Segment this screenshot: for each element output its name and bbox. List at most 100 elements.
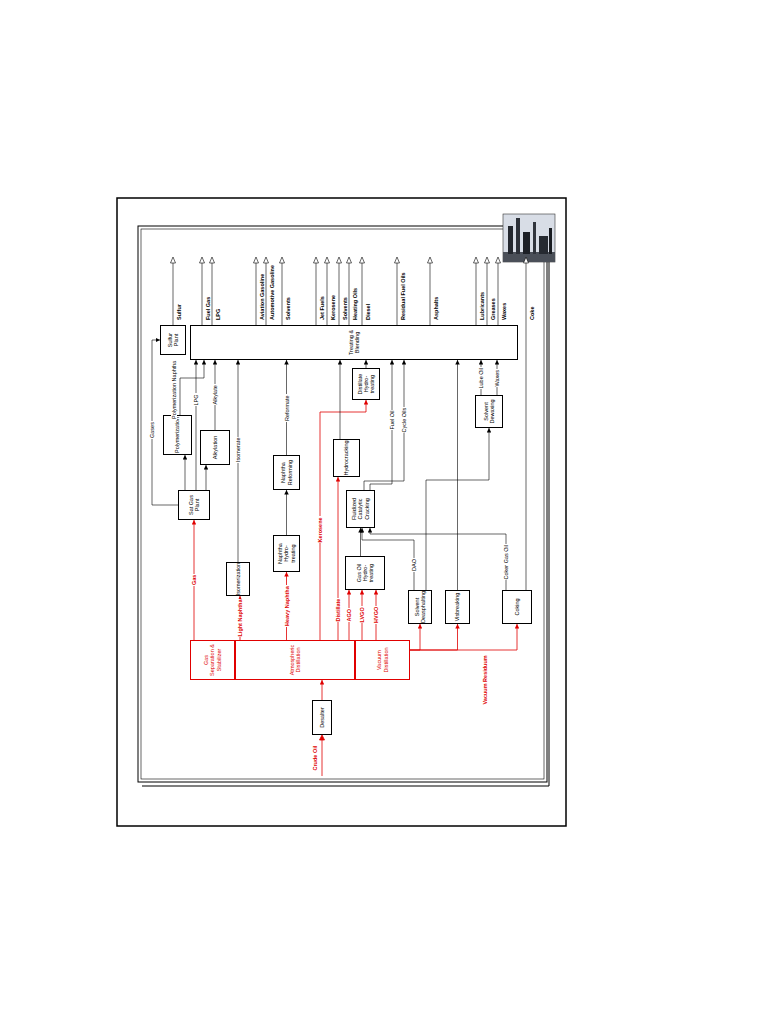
outer-border	[117, 198, 566, 826]
open-arrow	[524, 257, 529, 263]
product-label: Coke	[529, 306, 535, 321]
product-label: Fuel Gas	[205, 296, 211, 321]
box-text: Vacuum Distillation	[376, 643, 389, 677]
stream-label: Distillate	[335, 598, 341, 623]
process-box: Naphtha Reforming	[273, 455, 300, 490]
refinery-logo	[503, 214, 555, 262]
process-box: Alkylation	[200, 430, 230, 465]
stream-label: Cycle Oils	[401, 407, 407, 434]
product-label: Asphalts	[433, 296, 439, 321]
flow-line	[286, 490, 287, 535]
product-line	[327, 263, 328, 325]
logo-tank	[539, 236, 548, 254]
diagram-area: Desalter Gas Separation & Stabilizer Atmos…	[140, 228, 545, 780]
open-arrow	[496, 257, 501, 263]
product-label: Jet Fuels	[319, 295, 325, 321]
product-label: Solvents	[342, 296, 348, 321]
box-text: Desalter	[319, 707, 325, 727]
box-text: Gas Separation & Stabilizer	[203, 643, 222, 677]
box-text: Visbreaking	[454, 593, 460, 622]
process-box: Polymerization	[163, 415, 192, 455]
process-box: Gas Separation & Stabilizer	[190, 640, 235, 680]
open-arrow	[395, 257, 400, 263]
box-text: Naphtha Reforming	[280, 458, 293, 487]
open-arrow	[200, 257, 205, 263]
product-label: Lubricants	[479, 291, 485, 321]
flow-line	[360, 528, 361, 556]
inner-border	[138, 226, 547, 782]
stream-label: LPG	[193, 393, 199, 406]
box-text: Distillate Hydro-treating	[357, 371, 376, 397]
product-label: Residual Fuel Oils	[400, 271, 406, 321]
product-lines	[171, 257, 529, 590]
process-box: Solvent Deasphalting	[408, 590, 432, 624]
stream-label: HVGO	[373, 606, 379, 624]
stream-label: Gas	[191, 574, 197, 586]
stream-label: Heavy Naphtha	[284, 585, 290, 627]
crude-feed	[320, 735, 325, 776]
logo-tower	[549, 228, 552, 254]
stream-label: Lube Oil	[478, 367, 484, 390]
open-arrow	[280, 257, 285, 263]
stream-label: Kerosene	[317, 516, 323, 543]
flow-line	[340, 360, 341, 439]
process-box: Desalter	[312, 700, 332, 735]
product-label: Sulfur	[176, 303, 182, 321]
stream-label: AGO	[346, 608, 352, 623]
flow-line	[410, 624, 420, 650]
product-label: Automotive Gasoline	[269, 264, 275, 321]
process-box: Vacuum Distillation	[355, 640, 410, 680]
process-box: Treating & Blending	[190, 325, 518, 360]
open-arrow	[337, 257, 342, 263]
open-arrow	[428, 257, 433, 263]
product-line	[430, 263, 431, 325]
box-text: Fluidized Catalytic Cracking	[351, 493, 370, 525]
stream-label: Fuel Oil	[389, 410, 395, 431]
product-label: LPG	[215, 308, 221, 321]
product-label: Diesel	[365, 303, 371, 321]
logo-tower	[533, 222, 536, 254]
product-line	[256, 263, 257, 325]
flow-line	[457, 360, 458, 590]
product-line	[397, 263, 398, 325]
box-text: Polymerization	[174, 417, 180, 453]
flow-line	[196, 360, 197, 490]
product-label: Solvents	[285, 296, 291, 321]
box-text: Isomerization	[235, 563, 241, 596]
stream-label: Alkylate	[212, 384, 218, 405]
product-line	[476, 263, 477, 325]
process-box: Naphtha Hydro-treating	[273, 535, 300, 572]
product-line	[487, 263, 488, 325]
box-text: Sat Gas Plant	[188, 493, 201, 517]
open-arrow	[264, 257, 269, 263]
open-arrow	[325, 257, 330, 263]
feed-line	[322, 739, 323, 776]
box-text: Hydrocracking	[343, 440, 349, 475]
box-text: Atmospheric Distillation	[289, 643, 302, 677]
stream-label: Light Naphtha	[237, 599, 243, 638]
process-box: Hydrocracking	[333, 439, 360, 477]
box-text: Naphtha Hydro-treating	[277, 538, 296, 569]
process-box: Sulfur Plant	[160, 325, 186, 355]
process-box: Visbreaking	[445, 590, 470, 624]
stream-label: Coker Gas Oil	[503, 544, 509, 581]
stream-label: Vacuum Residuum	[482, 654, 488, 705]
open-arrow	[314, 257, 319, 263]
arrow-head	[320, 735, 325, 740]
open-arrow	[171, 257, 176, 263]
open-arrow	[360, 257, 365, 263]
coke-line	[526, 263, 527, 590]
open-arrow	[485, 257, 490, 263]
flow-line	[366, 360, 367, 368]
process-box: Atmospheric Distillation	[235, 640, 355, 680]
stream-label: Gases	[149, 421, 155, 439]
box-text: Sulfur Plant	[167, 328, 180, 352]
product-line	[266, 263, 267, 325]
product-line	[212, 263, 213, 325]
box-text: Solvent Deasphalting	[414, 591, 427, 623]
stream-label: LVGO	[359, 606, 365, 623]
stream-label: Reformate	[284, 394, 290, 422]
border-shadow	[142, 230, 549, 786]
box-text: Solvent Dewaxing	[483, 398, 496, 425]
flow-line	[206, 465, 207, 490]
